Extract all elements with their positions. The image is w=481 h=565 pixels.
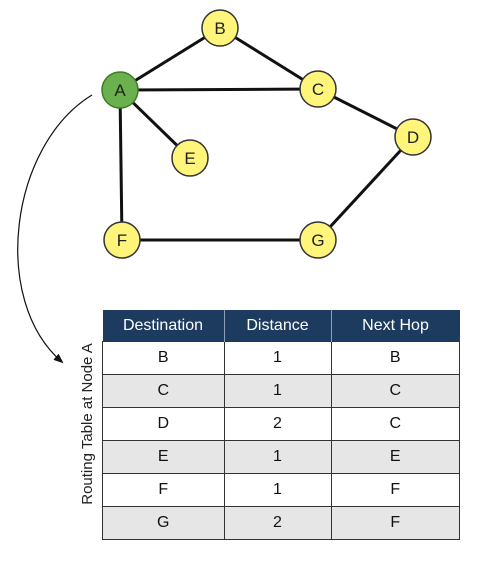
table-row: C 1 C bbox=[102, 374, 460, 408]
distance-cell: 1 bbox=[223, 440, 332, 474]
node-circle bbox=[201, 9, 239, 47]
node-f: F bbox=[103, 221, 141, 259]
next-hop-cell: C bbox=[330, 407, 460, 441]
node-label: E bbox=[184, 149, 195, 168]
node-b: B bbox=[201, 9, 239, 47]
destination-cell: B bbox=[102, 341, 225, 375]
next-hop-cell: E bbox=[330, 440, 460, 474]
distance-cell: 1 bbox=[223, 473, 332, 507]
node-circle bbox=[394, 118, 432, 156]
node-label: D bbox=[407, 128, 419, 147]
distance-cell: 2 bbox=[223, 506, 332, 540]
node-g: G bbox=[299, 221, 337, 259]
next-hop-cell: F bbox=[330, 473, 460, 507]
routing-table-pointer-arrow bbox=[17, 94, 93, 364]
distance-cell: 1 bbox=[223, 374, 332, 408]
node-c: C bbox=[299, 70, 337, 108]
edge-a-c bbox=[119, 87, 319, 92]
table-row: E 1 E bbox=[102, 440, 460, 474]
distance-cell: 1 bbox=[223, 341, 332, 375]
next-hop-cell: B bbox=[330, 341, 460, 375]
destination-cell: D bbox=[102, 407, 225, 441]
next-hop-cell: F bbox=[330, 506, 460, 540]
node-circle bbox=[299, 221, 337, 259]
edge-a-f bbox=[118, 89, 124, 241]
node-d: D bbox=[394, 118, 432, 156]
node-circle bbox=[101, 71, 139, 109]
destination-cell: F bbox=[102, 473, 225, 507]
next-hop-header: Next Hop bbox=[331, 310, 460, 342]
node-circle bbox=[299, 70, 337, 108]
destination-cell: E bbox=[102, 440, 225, 474]
edge-a-b bbox=[119, 26, 221, 92]
node-label: F bbox=[117, 231, 127, 250]
node-label: A bbox=[114, 81, 126, 100]
table-row: B 1 B bbox=[102, 341, 460, 375]
table-row: G 2 F bbox=[102, 506, 460, 540]
edge-d-g bbox=[316, 135, 415, 242]
routing-table-side-label: Routing Table at Node A bbox=[79, 343, 96, 505]
destination-cell: G bbox=[102, 506, 225, 540]
distance-header: Distance bbox=[224, 310, 332, 342]
node-label: C bbox=[312, 80, 324, 99]
edge-b-c bbox=[219, 26, 319, 91]
destination-header: Destination bbox=[102, 310, 225, 342]
destination-cell: C bbox=[102, 374, 225, 408]
node-circle bbox=[103, 221, 141, 259]
next-hop-cell: C bbox=[330, 374, 460, 408]
node-label: G bbox=[311, 231, 324, 250]
node-e: E bbox=[171, 139, 209, 177]
routing-table: Destination Distance Next Hop B 1 B C 1 … bbox=[102, 310, 460, 540]
table-row: F 1 F bbox=[102, 473, 460, 507]
routing-table-header-row: Destination Distance Next Hop bbox=[102, 310, 460, 342]
table-row: D 2 C bbox=[102, 407, 460, 441]
distance-cell: 2 bbox=[223, 407, 332, 441]
node-circle bbox=[171, 139, 209, 177]
node-a: A bbox=[101, 71, 139, 109]
node-label: B bbox=[214, 19, 225, 38]
